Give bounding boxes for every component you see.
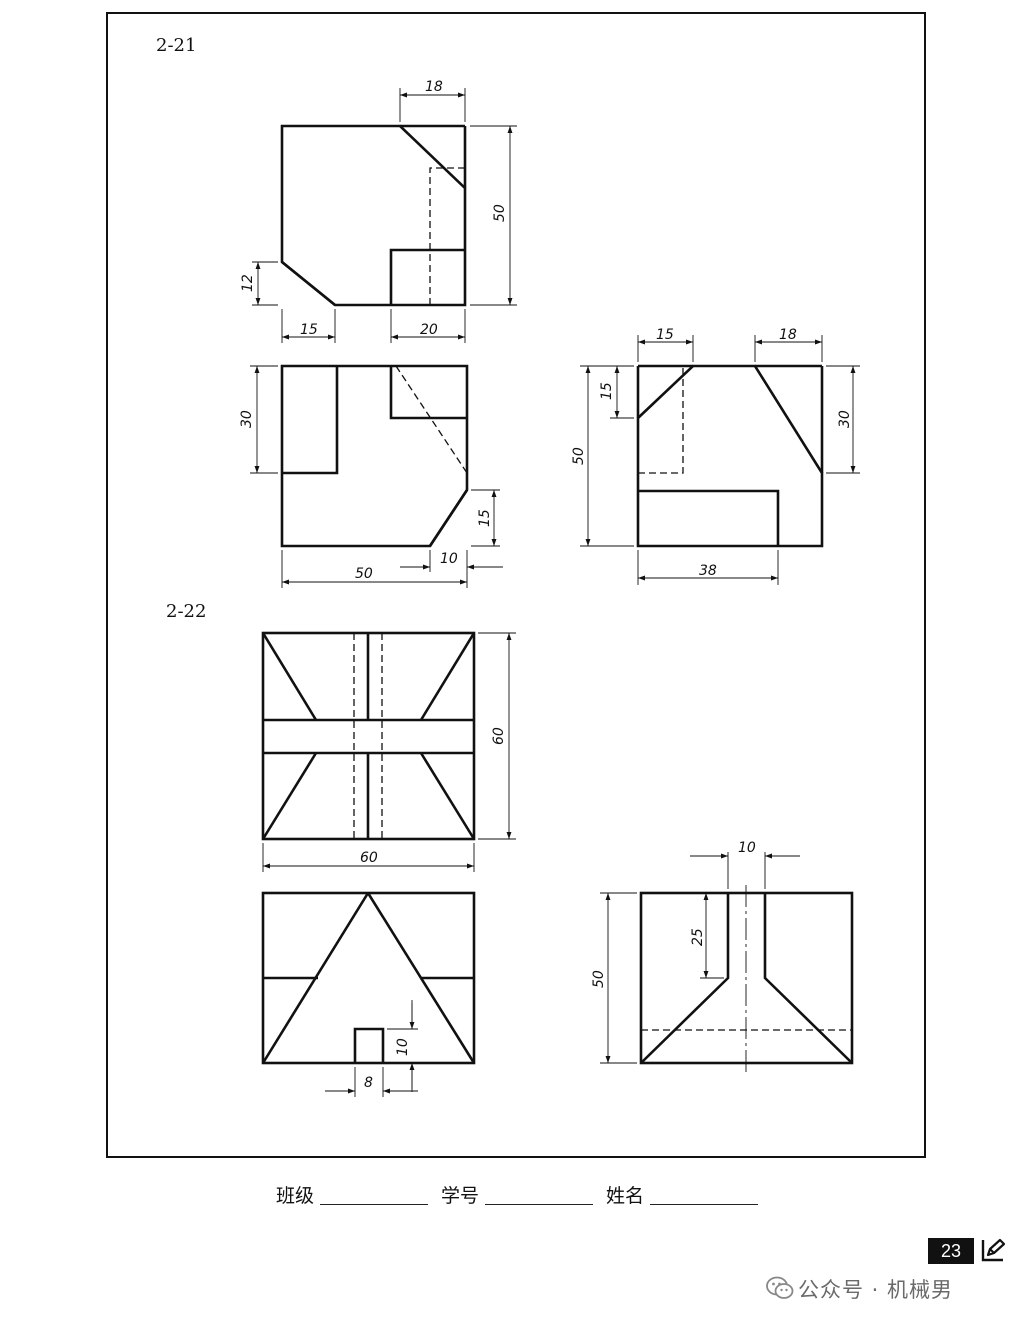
dim-front-bottom-right: 20 (420, 322, 438, 338)
class-field-line[interactable] (320, 1204, 428, 1205)
page-frame (106, 12, 926, 1158)
dim-front-top: 18 (425, 79, 443, 95)
problem-label-2-22: 2-22 (166, 601, 207, 622)
wechat-icon (766, 1276, 794, 1299)
name-label: 姓名 (606, 1185, 645, 1207)
dim-top-right: 15 (477, 509, 493, 527)
dim-22-front-right: 60 (491, 727, 507, 745)
dim-front-left: 12 (240, 274, 256, 292)
view-2-21-top (250, 364, 503, 588)
edit-pencil-icon (981, 1238, 1006, 1262)
view-2-21-front (252, 88, 517, 343)
student-no-label: 学号 (441, 1185, 480, 1207)
problem-label-2-21: 2-21 (156, 35, 197, 56)
dim-front-right: 50 (492, 204, 508, 222)
dim-side-top-right: 18 (779, 327, 797, 343)
dim-top-left: 30 (239, 410, 255, 428)
name-field-line[interactable] (650, 1204, 758, 1205)
dim-side-top-left: 15 (656, 327, 674, 343)
dim-top-bottom-small: 10 (440, 551, 458, 567)
dim-front-bottom-left: 15 (300, 322, 318, 338)
watermark-text: 公众号 · 机械男 (798, 1278, 954, 1302)
view-2-22-front (261, 631, 516, 872)
page-number: 23 (928, 1238, 974, 1264)
dim-22-notch-height: 10 (395, 1038, 411, 1056)
dim-side-right: 30 (837, 410, 853, 428)
dim-side-left-small: 15 (599, 382, 615, 400)
view-2-22-top (261, 891, 476, 1097)
dim-22-side-top: 10 (738, 840, 756, 856)
class-label: 班级 (276, 1185, 315, 1207)
student-no-field-line[interactable] (485, 1204, 593, 1205)
dim-top-bottom: 50 (355, 566, 373, 582)
dim-side-left: 50 (571, 447, 587, 465)
dim-22-front-bottom: 60 (360, 850, 378, 866)
view-2-21-side (580, 335, 860, 585)
dim-22-side-inner: 25 (690, 928, 706, 946)
view-2-22-side (600, 852, 854, 1073)
dim-22-notch-width: 8 (364, 1075, 373, 1091)
dim-22-side-left: 50 (591, 970, 607, 988)
dim-side-bottom: 38 (699, 563, 717, 579)
